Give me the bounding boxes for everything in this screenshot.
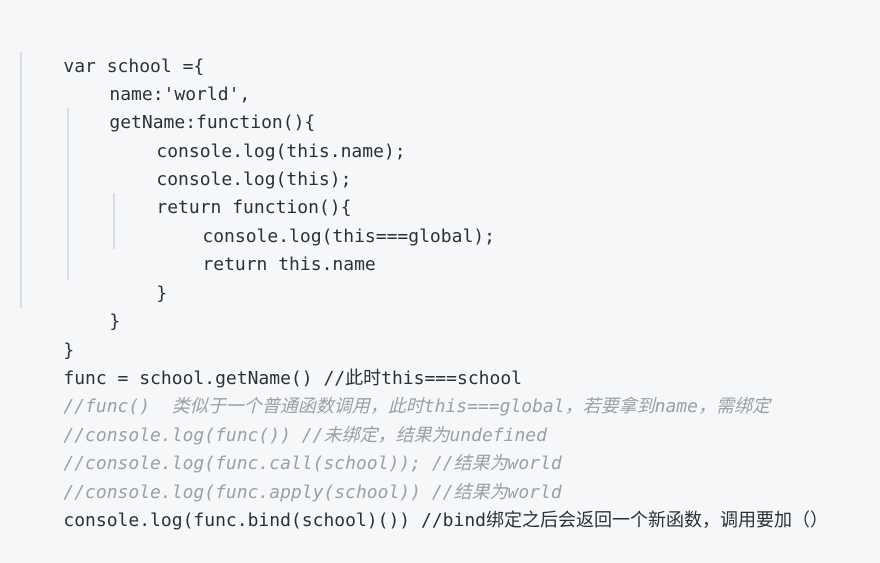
- code-line-9-text: }: [156, 283, 168, 304]
- code-line-16: //console.log(func.apply(school)) //结果为w…: [20, 451, 561, 503]
- code-line-8: return this.name: [159, 223, 375, 275]
- code-line-7-text: console.log(this===global);: [202, 226, 495, 247]
- code-line-17: console.log(func.bind(school)()) //bind绑…: [20, 479, 828, 531]
- code-line-10: }: [66, 280, 120, 332]
- code-line-11-text: }: [63, 340, 75, 361]
- code-line-7: console.log(this===global);: [159, 195, 495, 247]
- code-line-10-text: }: [109, 311, 121, 332]
- indent-guide-level-1: [20, 52, 22, 308]
- code-line-3-text: getName:function(){: [109, 112, 316, 133]
- code-line-3: getName:function(){: [66, 81, 315, 133]
- code-line-8-text: return this.name: [202, 254, 376, 275]
- code-line-14: //console.log(func()) //未绑定，结果为undefined: [20, 394, 547, 446]
- code-line-2-text: name:'world',: [109, 84, 251, 105]
- code-line-16-text: //console.log(func.apply(school)) //结果为w…: [63, 482, 562, 503]
- indent-guide-level-2: [67, 108, 69, 280]
- code-line-2: name:'world',: [66, 53, 250, 105]
- code-line-5: console.log(this);: [113, 138, 351, 190]
- code-line-1: var school ={: [20, 25, 204, 77]
- code-viewer: var school ={ name:'world', getName:func…: [20, 25, 828, 531]
- code-line-9: }: [113, 252, 167, 304]
- code-line-15: //console.log(func.call(school)); //结果为w…: [20, 422, 561, 474]
- code-line-6-text: return function(){: [156, 197, 352, 218]
- code-line-13: //func() 类似于一个普通函数调用，此时this===global，若要拿…: [20, 365, 770, 417]
- code-line-5-text: console.log(this);: [156, 169, 352, 190]
- code-line-12-text: func = school.getName() //此时this===schoo…: [63, 368, 522, 389]
- code-line-1-text: var school ={: [63, 56, 205, 77]
- code-line-6: return function(){: [113, 166, 351, 218]
- code-line-14-text: //console.log(func()) //未绑定，结果为undefined: [63, 425, 547, 446]
- code-line-12: func = school.getName() //此时this===schoo…: [20, 337, 522, 389]
- code-line-13-text: //func() 类似于一个普通函数调用，此时this===global，若要拿…: [63, 396, 770, 417]
- code-line-4: console.log(this.name);: [113, 110, 405, 162]
- code-line-15-text: //console.log(func.call(school)); //结果为w…: [63, 453, 562, 474]
- code-line-17-text: console.log(func.bind(school)()) //bind绑…: [63, 510, 828, 531]
- code-line-4-text: console.log(this.name);: [156, 141, 406, 162]
- indent-guide-level-3: [113, 193, 115, 249]
- code-line-11: }: [20, 309, 74, 361]
